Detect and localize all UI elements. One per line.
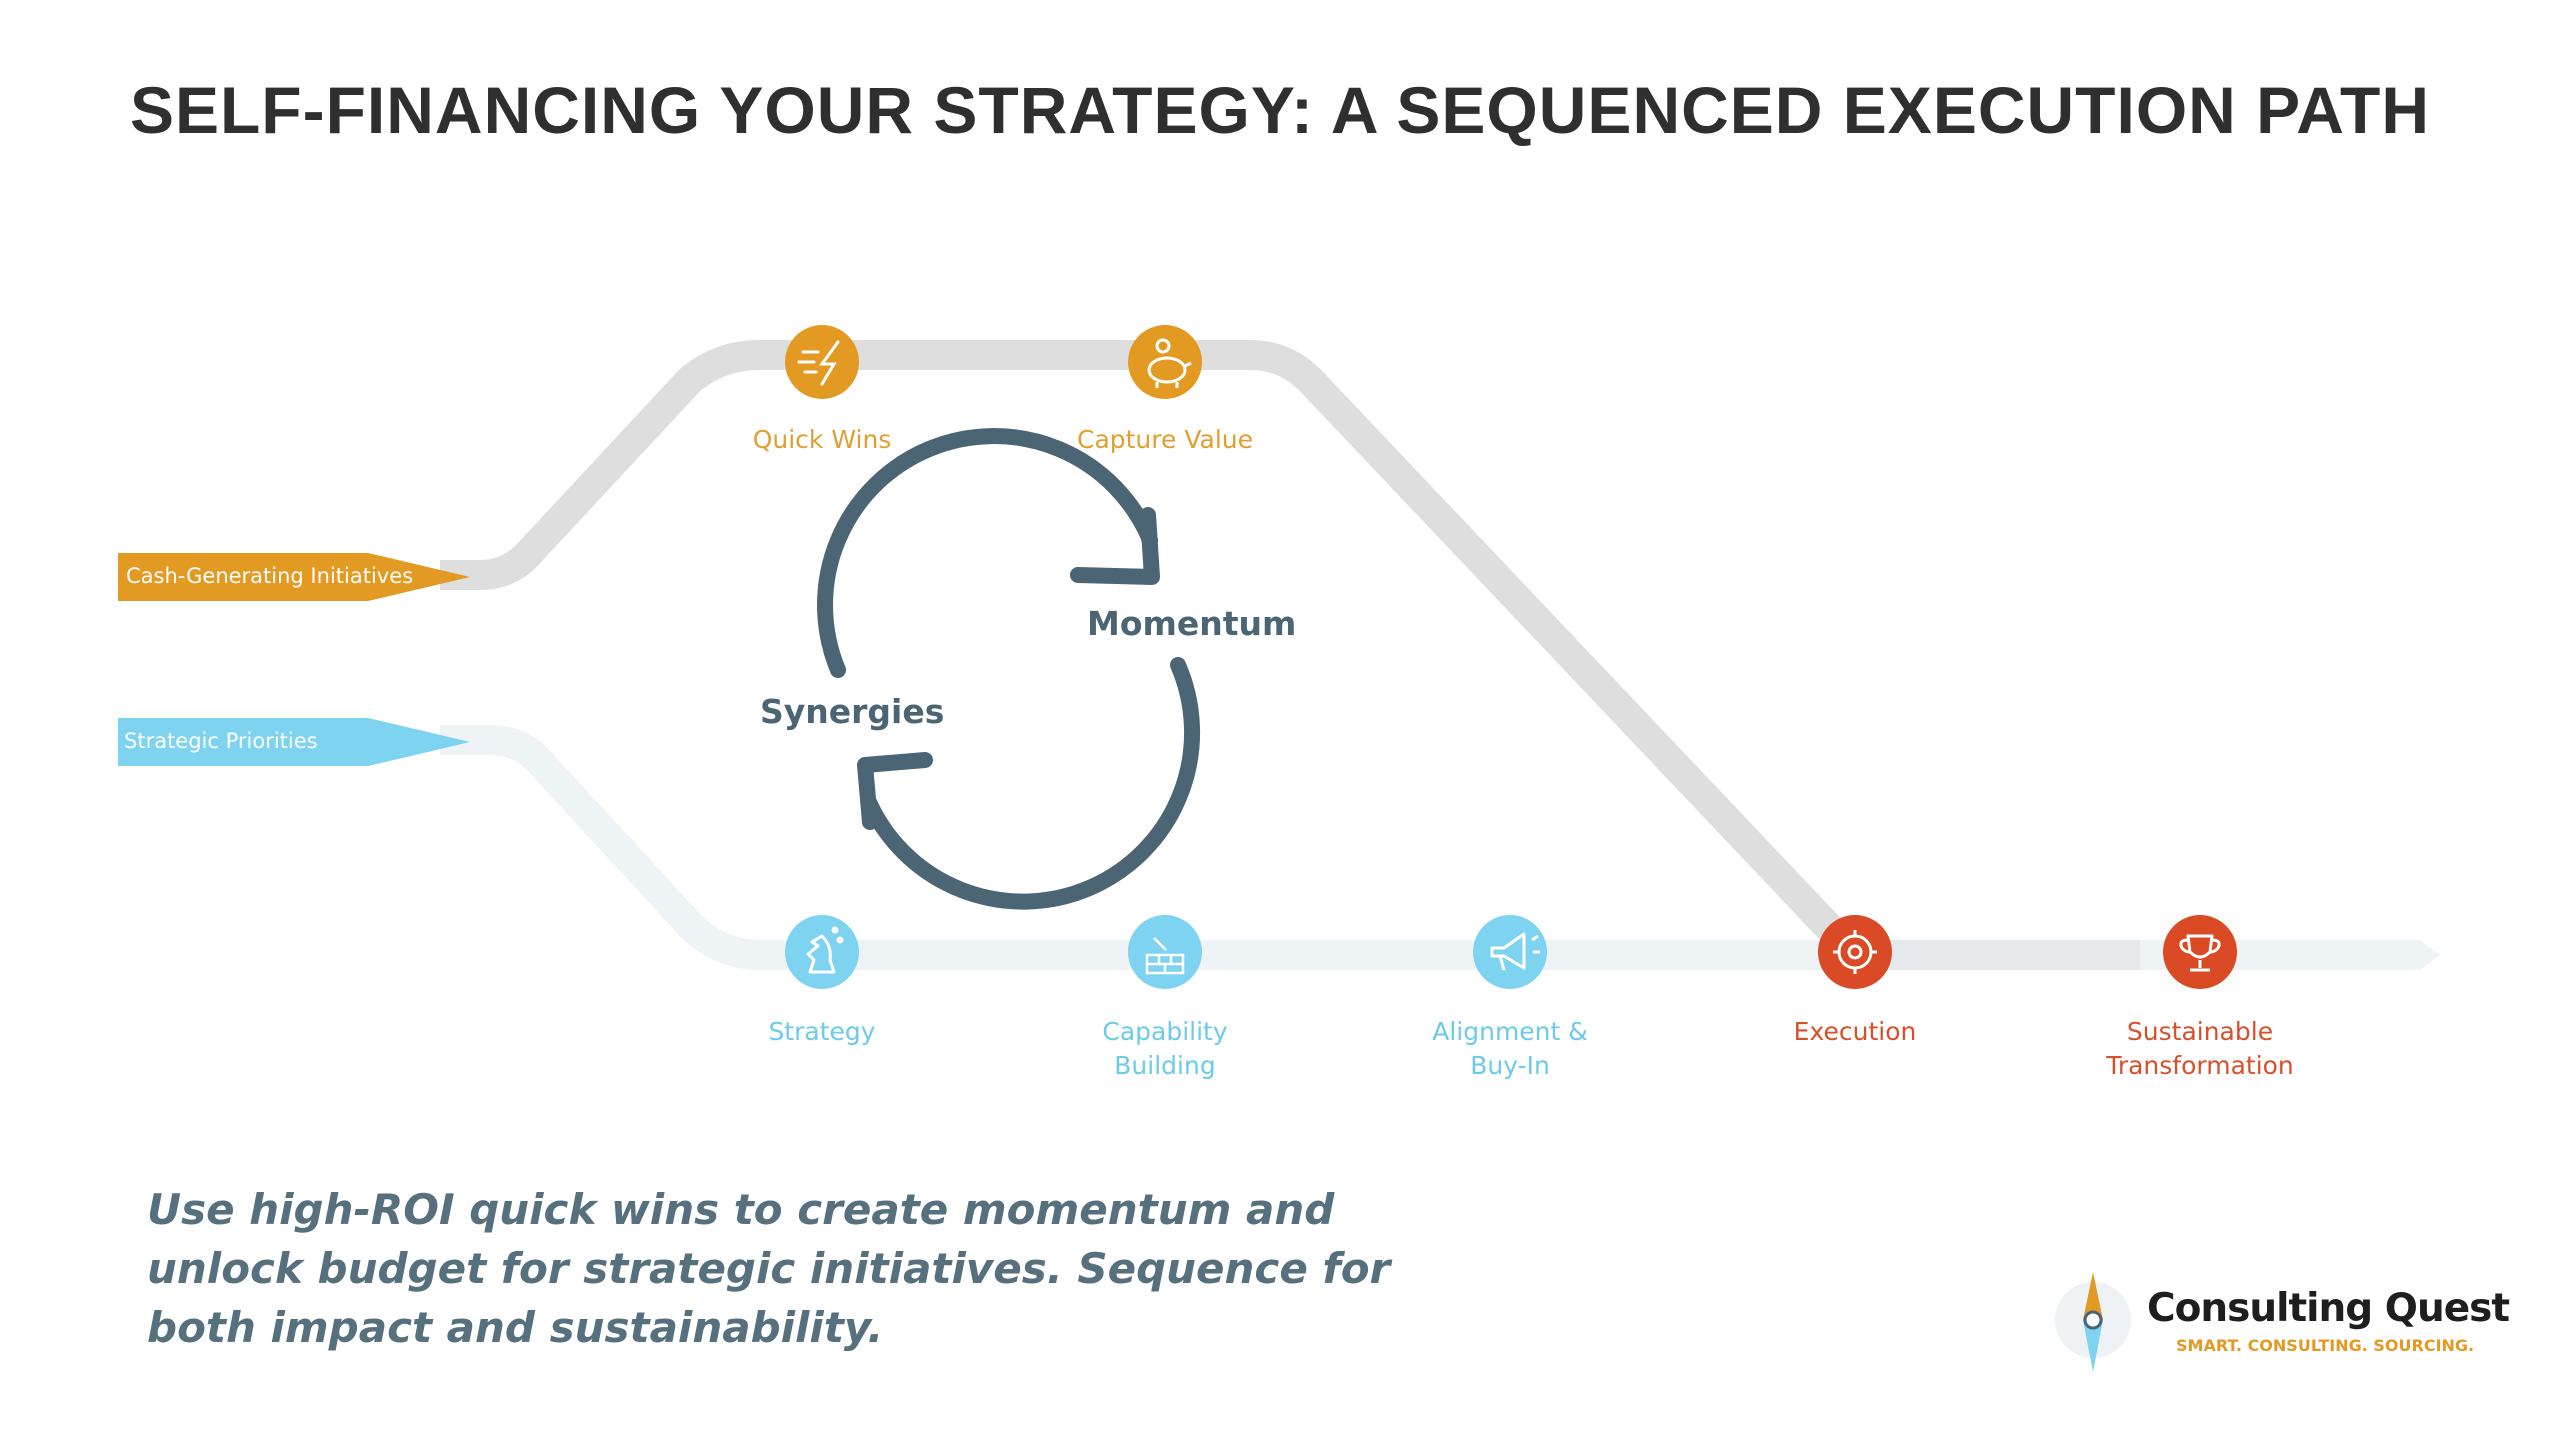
execution-label: Execution	[1793, 1017, 1917, 1046]
cash-initiatives-tag	[118, 553, 470, 601]
brick-wall-icon	[1145, 937, 1185, 975]
alignment-label: Alignment & Buy-In	[1380, 1015, 1640, 1083]
page-title: SELF-FINANCING YOUR STRATEGY: A SEQUENCE…	[129, 73, 2431, 147]
cash-initiatives-label: Cash-Generating Initiatives	[126, 564, 414, 588]
fast-bolt-icon	[797, 340, 840, 386]
consulting-quest-logo	[2055, 1272, 2131, 1372]
cycle-arrow-bottom	[860, 657, 1200, 910]
capture-value-label: Capture Value	[1076, 425, 1253, 454]
brand-name: Consulting Quest	[2147, 1286, 2510, 1331]
chess-knight-icon	[806, 926, 844, 974]
capability-building-line2: Building	[1114, 1051, 1216, 1080]
alignment-node	[1473, 915, 1547, 989]
strategy-node	[785, 915, 859, 989]
gear-icon	[1833, 930, 1877, 974]
capability-building-label: Capability Building	[1035, 1015, 1295, 1083]
megaphone-icon	[1490, 932, 1540, 971]
capability-building-node	[1128, 915, 1202, 989]
track-end-arrow	[2400, 940, 2440, 970]
cycle-arrow-bottom-head	[857, 752, 933, 830]
execution-node	[1818, 915, 1892, 989]
sustainable-line2: Transformation	[2106, 1051, 2294, 1080]
trophy-icon	[2179, 934, 2221, 972]
synergies-label: Synergies	[760, 692, 945, 731]
sustainable-line1: Sustainable	[2126, 1017, 2274, 1046]
tagline: Use high-ROI quick wins to create moment…	[147, 1185, 1391, 1352]
strategic-priorities-tag	[118, 718, 470, 766]
strategy-label: Strategy	[768, 1017, 876, 1046]
capability-building-line1: Capability	[1102, 1017, 1228, 1046]
alignment-line2: Buy-In	[1470, 1051, 1550, 1080]
capture-value-node	[1128, 325, 1202, 399]
piggy-bank-icon	[1147, 338, 1192, 388]
cycle-arrow-top-head	[1070, 507, 1160, 585]
strategic-track	[440, 725, 2400, 970]
cycle-arrow-top	[817, 428, 1158, 678]
cash-track	[440, 340, 1866, 966]
sustainable-label: Sustainable Transformation	[2070, 1015, 2330, 1083]
brand-slogan: SMART. CONSULTING. SOURCING.	[2176, 1336, 2475, 1355]
momentum-label: Momentum	[1087, 604, 1297, 643]
strategic-priorities-label: Strategic Priorities	[124, 729, 318, 753]
alignment-line1: Alignment &	[1432, 1017, 1588, 1046]
sustainable-node	[2163, 915, 2237, 989]
quick-wins-label: Quick Wins	[752, 425, 892, 454]
quick-wins-node	[785, 325, 859, 399]
